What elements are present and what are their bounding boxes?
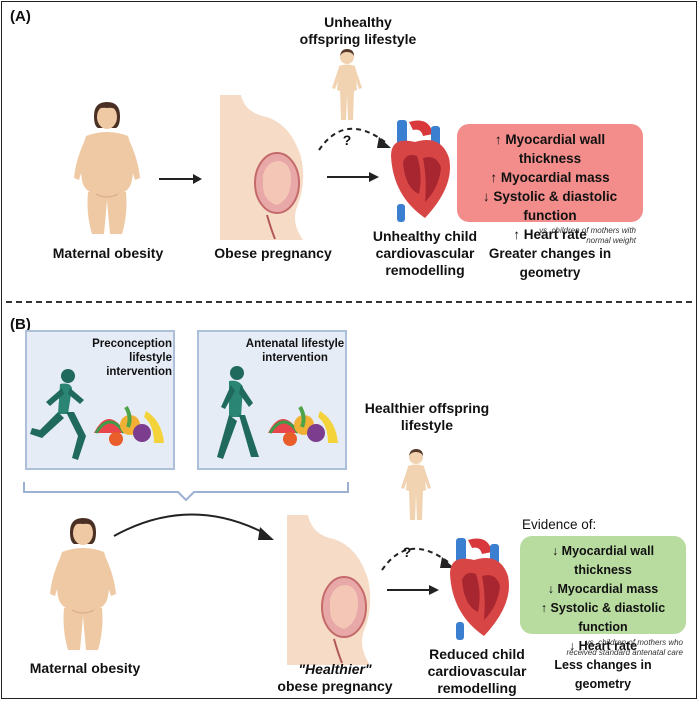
pregnant-belly-icon — [220, 95, 304, 240]
maternal-obesity-label-b: Maternal obesity — [29, 660, 141, 676]
arrow-right-icon — [159, 174, 202, 184]
panel-divider — [6, 301, 692, 303]
offspring-lifestyle-label-a: Unhealthy offspring lifestyle — [299, 14, 417, 47]
effect-item: ↓ Myocardial wall thickness — [551, 544, 655, 577]
child-figure-icon — [332, 49, 362, 120]
dashed-arrow-icon — [318, 127, 391, 151]
comparison-note-b: vs. children of mothers who received sta… — [566, 638, 683, 657]
fruit-vegetables-icon — [268, 405, 338, 446]
panel-a-label: (A) — [10, 8, 31, 25]
fruit-vegetables-icon — [94, 405, 164, 446]
offspring-lifestyle-label-b: Healthier offspring lifestyle — [364, 400, 490, 433]
healthier-pregnancy-label: "Healthier" obese pregnancy — [277, 661, 393, 694]
curved-arrow-icon — [113, 513, 274, 540]
arrow-right-icon — [387, 585, 439, 595]
child-figure-icon — [401, 449, 431, 520]
effects-box-b: ↓ Myocardial wall thickness ↓ Myocardial… — [520, 536, 686, 691]
question-mark-b: ? — [402, 544, 412, 560]
comparison-note-a: vs. children of mothers with normal weig… — [539, 226, 636, 245]
evidence-title: Evidence of: — [522, 517, 597, 532]
effect-item: ↓ Myocardial mass — [547, 582, 659, 596]
question-mark-a: ? — [342, 132, 352, 148]
effect-item: ↑ Systolic & diastolic function — [540, 601, 666, 634]
preconception-intervention-title: Preconception lifestyle intervention — [92, 338, 172, 378]
obese-woman-icon — [74, 102, 140, 234]
intervention-bracket — [23, 482, 349, 502]
arrow-right-icon — [327, 172, 379, 182]
effect-item: ↑ Myocardial wall thickness — [494, 132, 606, 166]
effect-item: ↓ Heart rate — [568, 639, 638, 653]
runner-icon — [30, 369, 86, 460]
walking-woman-icon — [217, 366, 259, 459]
obese-pregnancy-label: Obese pregnancy — [214, 245, 332, 261]
effect-item: Greater changes in geometry — [488, 246, 612, 280]
dashed-arrow-icon — [381, 547, 454, 571]
heart-icon — [450, 538, 509, 640]
effect-item: ↑ Heart rate — [513, 227, 587, 242]
panel-b-label: (B) — [10, 316, 31, 333]
effect-item: Less changes in geometry — [554, 658, 652, 691]
heart-icon — [391, 120, 450, 222]
maternal-obesity-label-a: Maternal obesity — [52, 245, 164, 261]
effects-box-a: ↑ Myocardial wall thickness ↑ Myocardial… — [457, 124, 643, 280]
effect-item: ↓ Systolic & diastolic function — [482, 189, 618, 223]
obese-woman-icon — [50, 518, 116, 650]
antenatal-intervention-title: Antenatal lifestyle intervention — [245, 338, 345, 364]
outcome-label-a: Unhealthy child cardiovascular remodelli… — [372, 228, 478, 278]
outcome-label-b: Reduced child cardiovascular remodelling — [427, 646, 527, 696]
effect-item: ↑ Myocardial mass — [490, 170, 610, 185]
pregnant-belly-icon — [287, 515, 371, 665]
